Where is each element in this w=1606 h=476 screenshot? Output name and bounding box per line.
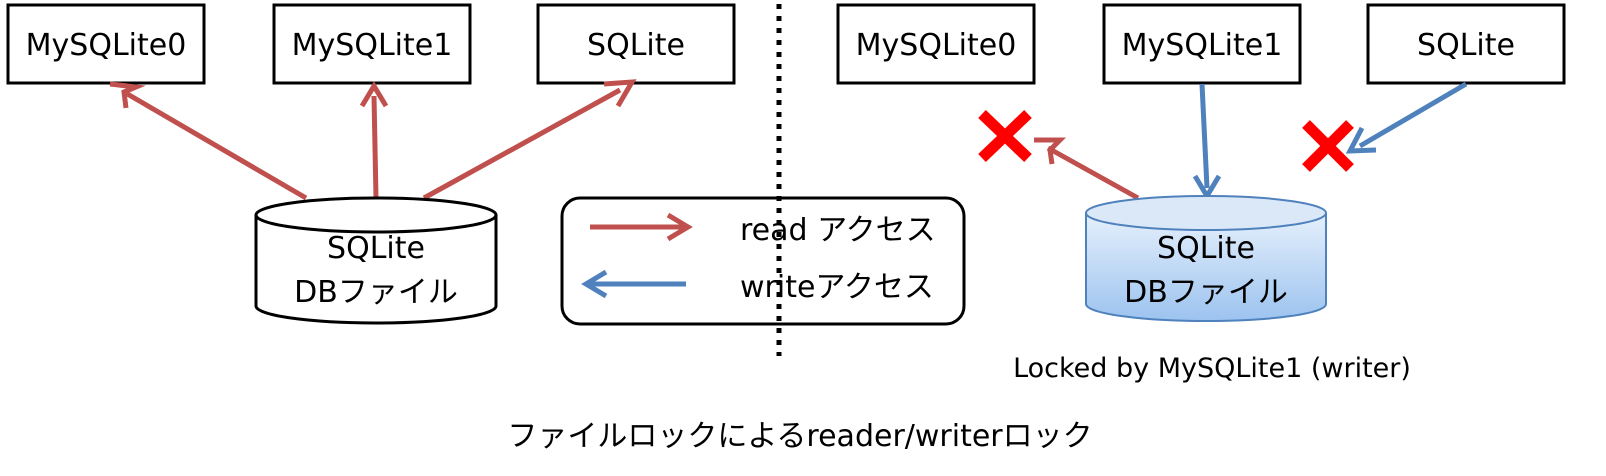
left-node-mysqlite0: MySQLite0 — [6, 3, 206, 85]
left-panel: MySQLite0 MySQLite1 SQLite SQLite — [6, 3, 736, 325]
legend-read-arrow — [590, 212, 693, 242]
legend: read アクセス writeアクセス — [560, 196, 966, 326]
left-read-arrow-to-mysqlite1 — [359, 81, 389, 199]
right-node-mysqlite0: MySQLite0 — [836, 3, 1036, 85]
right-node-sqlite: SQLite — [1366, 3, 1566, 85]
right-panel: MySQLite0 MySQLite1 SQLite — [836, 3, 1566, 384]
left-db-label-line1: SQLite — [327, 231, 425, 266]
left-node-mysqlite1-label: MySQLite1 — [292, 28, 453, 63]
left-node-mysqlite1: MySQLite1 — [272, 3, 472, 85]
left-node-sqlite: SQLite — [536, 3, 736, 85]
right-db-cylinder-locked: SQLite DBファイル — [1085, 195, 1327, 322]
right-node-mysqlite1-label: MySQLite1 — [1122, 28, 1283, 63]
left-node-mysqlite0-label: MySQLite0 — [26, 28, 187, 63]
right-db-label-line2: DBファイル — [1124, 275, 1288, 310]
cross-mark-icon — [1302, 120, 1354, 172]
left-read-arrow-to-sqlite — [422, 79, 637, 201]
legend-write-label: writeアクセス — [740, 270, 934, 305]
right-node-mysqlite0-label: MySQLite0 — [856, 28, 1017, 63]
cross-mark-icon — [978, 110, 1032, 162]
right-node-mysqlite1: MySQLite1 — [1102, 3, 1302, 85]
diagram-caption: ファイルロックによるreader/writerロック — [507, 419, 1092, 454]
left-node-sqlite-label: SQLite — [587, 28, 685, 63]
left-db-label-line2: DBファイル — [294, 275, 458, 310]
right-blocked-read-arrow — [1034, 137, 1140, 201]
lock-note: Locked by MySQLite1 (writer) — [1013, 353, 1411, 384]
right-db-label-line1: SQLite — [1157, 231, 1255, 266]
left-read-arrow-to-mysqlite0 — [109, 81, 308, 201]
legend-write-arrow — [581, 269, 686, 299]
legend-read-label: read アクセス — [740, 213, 936, 248]
right-blocked-write-arrow — [1345, 81, 1468, 154]
right-write-arrow-from-mysqlite1 — [1192, 83, 1222, 201]
left-db-cylinder: SQLite DBファイル — [254, 196, 498, 325]
right-node-sqlite-label: SQLite — [1417, 28, 1515, 63]
